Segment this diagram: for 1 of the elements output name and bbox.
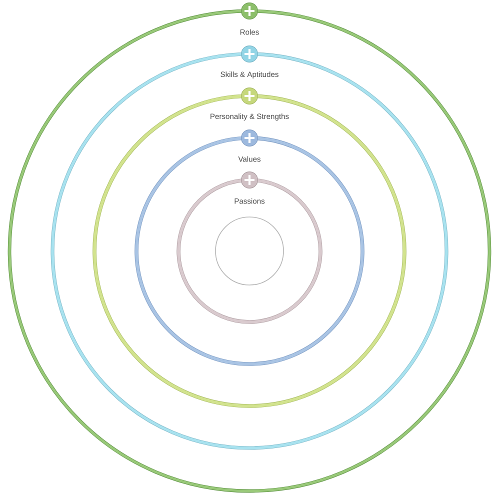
circle [215,216,284,286]
